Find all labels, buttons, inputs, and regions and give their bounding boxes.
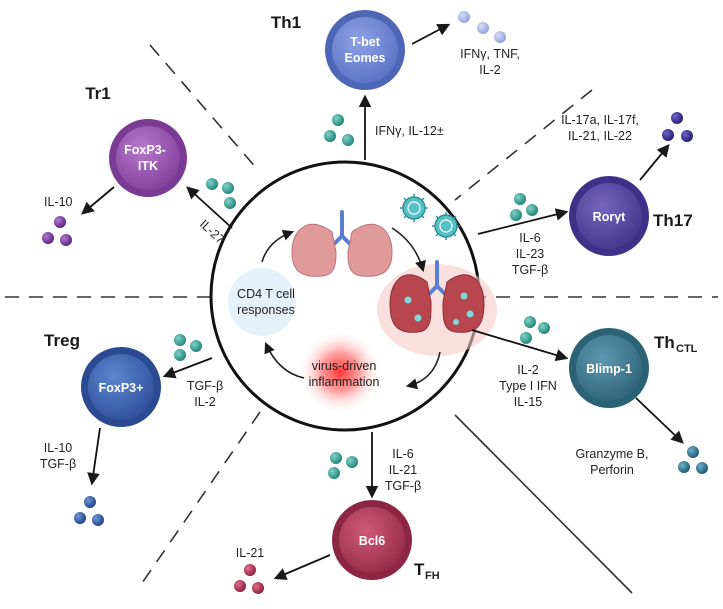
th17-tf: Rorγt	[593, 210, 626, 224]
thctl-output-line2: Perforin	[590, 463, 634, 477]
tr1-title: Tr1	[85, 84, 111, 103]
th1-output-arrow	[411, 23, 451, 45]
tr1-output-arrow	[81, 186, 115, 215]
tr1-output: IL-10	[44, 195, 73, 209]
virus-icon	[400, 194, 428, 222]
thctl-signal-1: IL-2	[517, 363, 539, 377]
th17-signal-dots	[510, 193, 538, 221]
tr1-cell	[109, 119, 187, 197]
th1-title: Th1	[271, 13, 301, 32]
tfh-cell	[332, 500, 412, 580]
tfh-signal-3: TGF-β	[385, 479, 421, 493]
thctl-output-arrow	[635, 397, 684, 444]
th17-cell	[569, 176, 649, 256]
treg-tf: FoxP3+	[99, 381, 144, 395]
th1-output-line2: IL-2	[479, 63, 501, 77]
treg-induction-arrow	[162, 357, 213, 379]
cd4-label-line2: responses	[237, 303, 295, 317]
treg-signal-2: IL-2	[194, 395, 216, 409]
thctl-output-line1: Granzyme B,	[576, 447, 649, 461]
th17-signal-3: TGF-β	[512, 263, 548, 277]
th1-output-line1: IFNγ, TNF,	[460, 47, 520, 61]
th17-output-line1: IL-17a, IL-17f,	[561, 113, 639, 127]
th17-signal-1: IL-6	[519, 231, 541, 245]
tfh-signal-dots	[328, 452, 358, 479]
tfh-signal-1: IL-6	[392, 447, 414, 461]
th17-title: Th17	[653, 211, 693, 230]
tr1-induction-arrow	[186, 186, 233, 229]
tfh-output-arrow	[273, 554, 331, 580]
dashed-dividers	[5, 44, 718, 587]
th1-tf-line2: Eomes	[345, 51, 386, 65]
th1-cytokine-dots	[458, 11, 506, 43]
tr1-tf-line2: ITK	[138, 159, 158, 173]
tfh-signal-2: IL-21	[389, 463, 418, 477]
treg-signal-dots	[174, 334, 202, 361]
th1-cell	[325, 10, 405, 90]
cd4-label-line1: CD4 T cell	[237, 287, 295, 301]
treg-output-line2: TGF-β	[40, 457, 76, 471]
th17-induction-arrow	[477, 208, 569, 235]
th1-tf-line1: T-bet	[350, 35, 381, 49]
cycle-arrows	[261, 227, 441, 390]
tr1-signal-dots	[206, 178, 236, 209]
thctl-title-sub: CTL	[676, 343, 698, 355]
thctl-cell	[569, 328, 649, 408]
treg-cytokine-dots	[74, 496, 104, 526]
inflammation-label-line1: virus-driven	[312, 359, 377, 373]
thctl-tf: Blimp-1	[586, 362, 632, 376]
inflamed-lungs-icon	[377, 260, 497, 356]
treg-output-line1: IL-10	[44, 441, 73, 455]
thctl-induction-arrow	[471, 329, 569, 362]
tr1-tf-line1: FoxP3-	[124, 143, 166, 157]
tfh-cytokine-dots	[234, 564, 264, 594]
treg-cell	[81, 347, 161, 427]
inflammation-label-line2: inflammation	[309, 375, 380, 389]
th17-output-line2: IL-21, IL-22	[568, 129, 632, 143]
thctl-cytokine-dots	[678, 446, 708, 474]
tfh-tf: Bcl6	[359, 534, 385, 548]
cd4-bubble	[228, 268, 296, 336]
th17-output-arrow	[639, 144, 670, 181]
th17-signal-2: IL-23	[516, 247, 545, 261]
inflammation-glow	[298, 330, 382, 414]
treg-title: Treg	[44, 331, 80, 350]
tr1-cytokine-dots	[42, 216, 72, 246]
tfh-output: IL-21	[236, 546, 265, 560]
treg-signal-1: TGF-β	[187, 379, 223, 393]
thctl-signal-dots	[520, 316, 550, 344]
healthy-lungs-icon	[291, 210, 393, 277]
th1-signals: IFNγ, IL-12±	[375, 124, 444, 138]
th17-cytokine-dots	[662, 112, 693, 142]
solid-divider	[454, 414, 633, 594]
virus-icon	[432, 212, 460, 240]
thctl-signal-2: Type I IFN	[499, 379, 557, 393]
treg-output-arrow	[87, 427, 101, 486]
tfh-title: T	[414, 560, 425, 579]
tfh-title-sub: FH	[425, 570, 440, 582]
thctl-title: Th	[654, 333, 675, 352]
thctl-signal-3: IL-15	[514, 395, 543, 409]
th1-signal-dots	[324, 114, 354, 146]
